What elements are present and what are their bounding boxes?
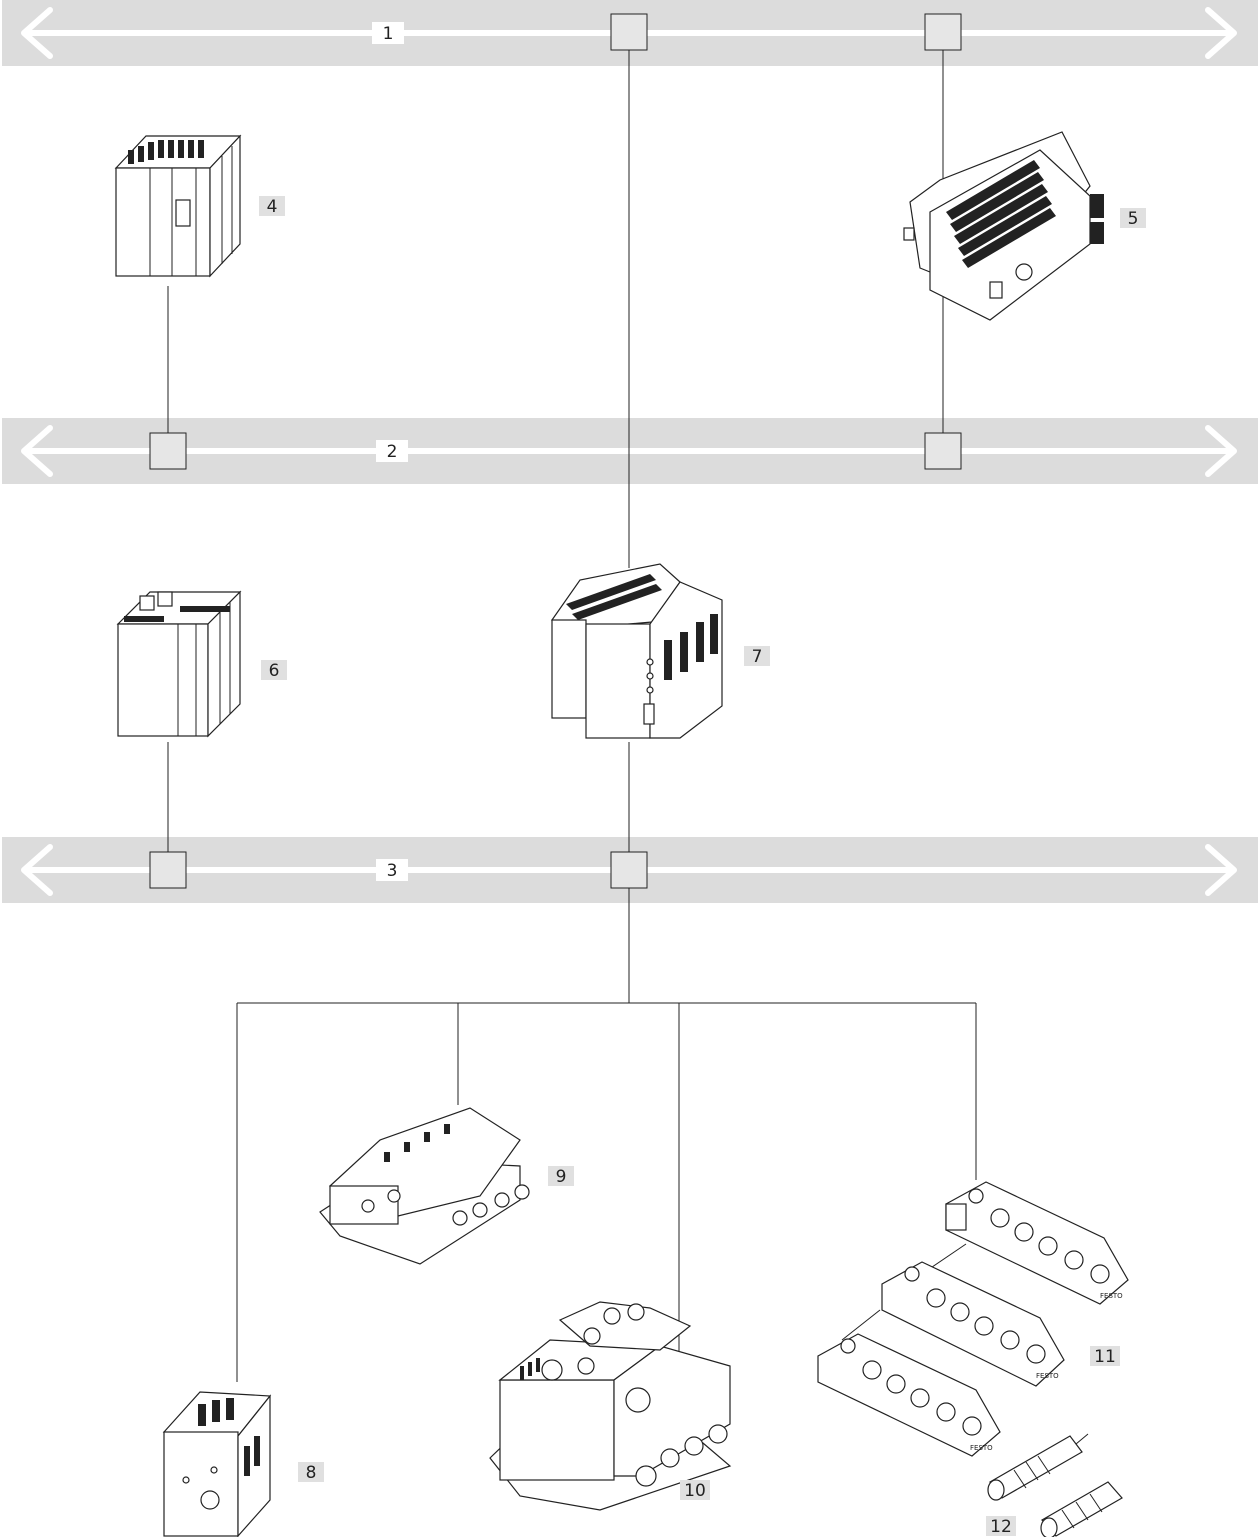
device-8-label: 8	[306, 1463, 317, 1483]
bus-3-node-a	[149, 851, 187, 889]
device-4-label: 4	[267, 197, 278, 217]
remote-io-icon	[551, 563, 723, 739]
bus-3-label: 3	[387, 861, 398, 881]
bus-2-node-a	[149, 432, 187, 470]
small-valve-terminal-icon	[162, 1391, 272, 1537]
valve-terminal-icon	[319, 1107, 530, 1265]
bus-nodes	[149, 13, 962, 889]
bus-3: 3	[2, 837, 1258, 903]
device-7-label: 7	[752, 647, 763, 667]
device-5-label: 5	[1128, 209, 1139, 229]
io-distributor-icon: FESTO FESTO FESTO	[817, 1181, 1129, 1457]
bus-1: 1	[2, 0, 1258, 66]
connection-wires	[167, 50, 977, 1382]
large-valve-terminal-icon	[489, 1301, 732, 1511]
bus-3-node-b	[610, 851, 648, 889]
device-10-label: 10	[684, 1481, 706, 1501]
industrial-pc-icon	[903, 131, 1104, 321]
bus-1-node-b	[924, 13, 962, 51]
brand-text-3: FESTO	[970, 1444, 993, 1452]
device-12-label: 12	[990, 1517, 1012, 1537]
bus-2-node-b	[924, 432, 962, 470]
brand-text-1: FESTO	[1100, 1292, 1123, 1300]
bus-1-label: 1	[383, 24, 394, 44]
compact-controller-icon	[116, 590, 242, 738]
bus-1-node-a	[610, 13, 648, 51]
device-9-label: 9	[556, 1167, 567, 1187]
device-11-label: 11	[1094, 1347, 1116, 1367]
bus-2-label: 2	[387, 442, 398, 462]
bus-2: 2	[2, 418, 1258, 484]
device-6-label: 6	[269, 661, 280, 681]
proximity-sensor-icon	[987, 1433, 1123, 1537]
plc-module-icon	[114, 134, 242, 278]
brand-text-2: FESTO	[1036, 1372, 1059, 1380]
